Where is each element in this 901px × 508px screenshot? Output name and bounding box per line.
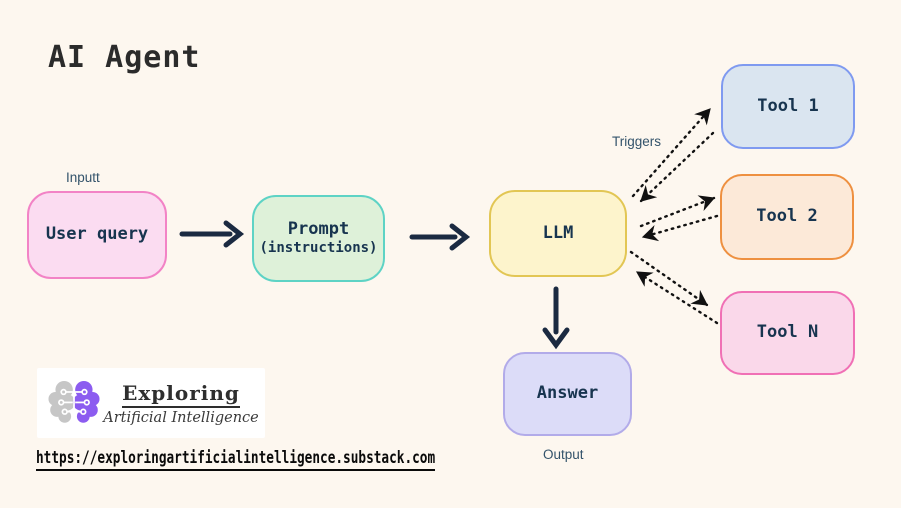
user-query-label: User query — [45, 224, 149, 245]
tool1-label: Tool 1 — [757, 95, 819, 116]
dotted-arrows-llm-tool1 — [631, 107, 715, 203]
tool-n-node: Tool N — [720, 291, 855, 375]
logo-card: Exploring Artificial Intelligence — [37, 368, 265, 438]
tool-n-label: Tool N — [756, 322, 819, 343]
logo-text: Exploring Artificial Intelligence — [103, 381, 265, 426]
triggers-label: Triggers — [612, 134, 662, 149]
answer-node: Answer — [503, 352, 632, 436]
llm-label: LLM — [542, 222, 574, 243]
tool2-label: Tool 2 — [756, 206, 818, 227]
prompt-label-line1: Prompt — [287, 219, 350, 240]
answer-label: Answer — [536, 383, 599, 404]
logo-title: Exploring — [122, 381, 240, 408]
logo-subtitle: Artificial Intelligence — [103, 409, 259, 426]
user-query-node: User query — [27, 191, 167, 279]
arrow-userquery-to-prompt — [179, 220, 245, 248]
output-label: Output — [543, 447, 584, 462]
arrow-llm-to-answer — [542, 286, 570, 350]
brain-icon — [48, 380, 100, 424]
tool1-node: Tool 1 — [721, 64, 855, 149]
dotted-arrows-llm-tool2 — [639, 195, 719, 242]
prompt-node: Prompt (instructions) — [252, 195, 385, 282]
arrow-prompt-to-llm — [409, 223, 471, 251]
input-label: Inputt — [66, 170, 100, 185]
prompt-label-line2: (instructions) — [259, 240, 378, 257]
dotted-arrows-llm-tooln — [629, 250, 719, 325]
substack-url-link[interactable]: https://exploringartificialintelligence.… — [36, 448, 436, 471]
page-title: AI Agent — [48, 40, 201, 75]
tool2-node: Tool 2 — [720, 174, 854, 260]
llm-node: LLM — [489, 190, 627, 277]
